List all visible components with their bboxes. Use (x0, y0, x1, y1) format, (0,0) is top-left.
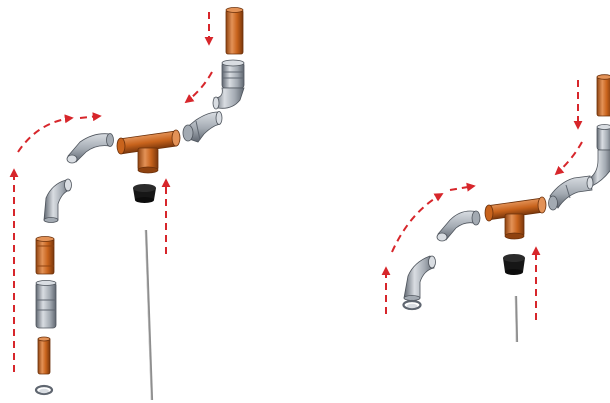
left-orange-tee (117, 130, 180, 173)
arrow-into-elbow (186, 72, 212, 102)
right-lower-elbow (404, 256, 436, 301)
left-hose-clamp (36, 386, 52, 394)
left-middle-orange-pipe (36, 237, 54, 275)
right-top-orange-pipe (597, 75, 610, 116)
right-assembly (386, 75, 610, 342)
right-rod (515, 296, 517, 342)
left-lower-grey-coupling (36, 281, 56, 329)
left-tee-right-elbow (183, 112, 222, 143)
right-grey-coupling (597, 125, 610, 151)
right-hose-clamp (404, 301, 421, 309)
arrow-left-curve (18, 118, 72, 152)
left-tee-left-elbow (67, 134, 114, 164)
arrow-into-elbow (556, 142, 582, 174)
arrow-left-top (450, 186, 474, 190)
right-black-plug (503, 254, 525, 275)
right-tee-left-elbow (437, 211, 480, 241)
arrow-left-top (80, 116, 100, 118)
left-top-orange-pipe (226, 8, 243, 55)
left-bottom-orange-pipe (38, 337, 50, 374)
left-top-grey-coupling (222, 60, 244, 88)
arrow-left-curve (392, 194, 442, 252)
left-side-elbow (44, 179, 72, 223)
right-tee-right-elbow (549, 176, 594, 210)
left-assembly (14, 8, 244, 401)
left-black-plug (133, 184, 156, 203)
left-rod (145, 230, 152, 400)
right-orange-tee (485, 197, 546, 239)
left-upper-elbow (213, 88, 244, 109)
